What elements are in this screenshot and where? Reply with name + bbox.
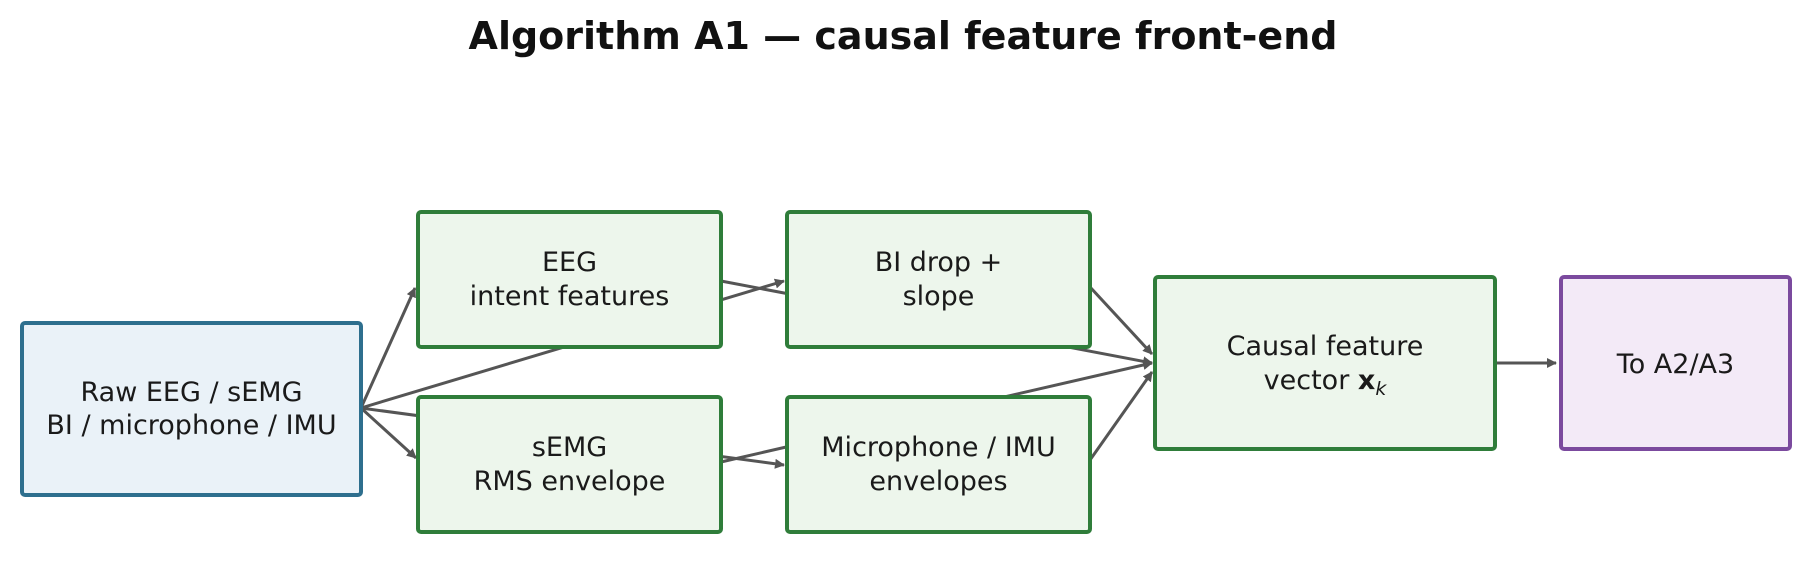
vector-subscript: k (1375, 378, 1387, 400)
node-output-a2-a3-box (1559, 275, 1792, 451)
node-mic-imu-envelopes-line2: envelopes (869, 466, 1007, 497)
node-mic-imu-envelopes: Microphone / IMU envelopes (785, 395, 1092, 534)
node-causal-feature-vector: Causal feature vector xk (1153, 275, 1497, 451)
node-causal-feature-vector-line2: vector xk (1264, 365, 1388, 400)
node-semg-envelope-line2: RMS envelope (474, 466, 666, 497)
node-bi-drop-box (785, 210, 1092, 349)
edge-raw-to-eeg (359, 287, 417, 409)
vector-symbol: x (1358, 365, 1375, 396)
node-eeg-features: EEG intent features (416, 210, 723, 349)
node-raw-input-line1: Raw EEG / sEMG (80, 377, 302, 408)
vector-prefix: vector (1264, 365, 1358, 396)
edge-mic-to-causal (1088, 371, 1154, 461)
node-raw-input-line2: BI / microphone / IMU (46, 410, 336, 441)
node-mic-imu-envelopes-box (785, 395, 1092, 534)
node-semg-envelope-line1: sEMG (532, 432, 607, 463)
node-eeg-features-line2: intent features (470, 281, 670, 312)
node-eeg-features-line1: EEG (542, 247, 597, 278)
node-bi-drop-line1: BI drop + (875, 247, 1003, 278)
node-bi-drop: BI drop + slope (785, 210, 1092, 349)
node-bi-drop-line2: slope (903, 281, 975, 312)
node-causal-feature-vector-box (1153, 275, 1497, 451)
node-semg-envelope: sEMG RMS envelope (416, 395, 723, 534)
node-raw-input: Raw EEG / sEMG BI / microphone / IMU (20, 321, 363, 497)
node-output-a2-a3-label: To A2/A3 (1616, 349, 1734, 380)
node-semg-envelope-box (416, 395, 723, 534)
diagram-title: Algorithm A1 — causal feature front-end (468, 14, 1338, 58)
node-raw-input-box (20, 321, 363, 497)
node-causal-feature-vector-line1: Causal feature (1227, 331, 1424, 362)
edge-raw-to-semg (359, 406, 418, 460)
node-eeg-features-box (416, 210, 723, 349)
node-mic-imu-envelopes-line1: Microphone / IMU (821, 432, 1055, 463)
edge-bi-to-causal (1088, 285, 1154, 356)
node-output-a2-a3: To A2/A3 (1559, 275, 1792, 451)
